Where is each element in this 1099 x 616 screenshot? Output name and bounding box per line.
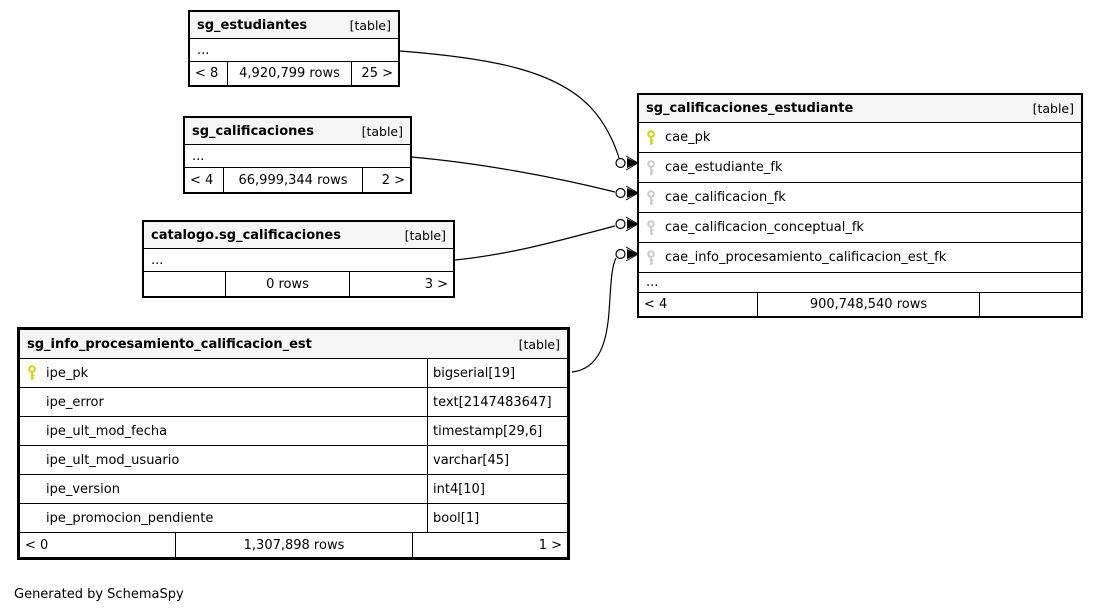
column-row-ipe-promocion-pendiente[interactable]: ipe_promocion_pendiente bool[1] — [20, 504, 567, 533]
column-type: bigserial[19] — [427, 359, 567, 387]
fk-connector-estudiante — [615, 155, 639, 171]
fk-connector-markers — [615, 155, 639, 262]
generator-note: Generated by SchemaSpy — [14, 587, 184, 602]
table-sg-calificaciones: sg_calificaciones [table] ... < 4 66,999… — [183, 116, 412, 194]
fk-edge-info-procesamiento — [571, 257, 617, 373]
table-type-tag: [table] — [518, 336, 560, 352]
table-footer: < 4 900,748,540 rows — [639, 293, 1081, 316]
primary-key-icon — [27, 365, 37, 381]
table-type-tag: [table] — [349, 17, 391, 33]
table-type-tag: [table] — [361, 123, 403, 139]
table-catalogo-sg-calificaciones: catalogo.sg_calificaciones [table] ... 0… — [142, 220, 455, 298]
table-sg-estudiantes: sg_estudiantes [table] ... < 8 4,920,799… — [188, 10, 400, 87]
column-row-ipe-ult-mod-fecha[interactable]: ipe_ult_mod_fecha timestamp[29,6] — [20, 417, 567, 446]
row-count: 0 rows — [225, 272, 350, 296]
related-in-count: < 8 — [195, 66, 219, 81]
table-header[interactable]: sg_calificaciones_estudiante [table] — [639, 95, 1081, 123]
table-title[interactable]: sg_calificaciones — [192, 123, 314, 139]
related-out-count: 25 > — [361, 66, 393, 81]
row-count: 900,748,540 rows — [757, 293, 980, 316]
row-count: 4,920,799 rows — [227, 62, 352, 85]
table-footer: < 0 1,307,898 rows 1 > — [20, 533, 567, 557]
fk-edge-calificacion — [410, 156, 616, 193]
foreign-key-icon — [646, 249, 656, 266]
table-title[interactable]: sg_info_procesamiento_calificacion_est — [27, 336, 312, 352]
hidden-columns-ellipsis: ... — [185, 145, 410, 168]
column-type: int4[10] — [427, 475, 567, 503]
related-in-count — [144, 272, 225, 296]
hidden-columns-ellipsis: ... — [639, 273, 1081, 293]
related-in-count: < 0 — [25, 537, 49, 553]
row-count: 1,307,898 rows — [175, 533, 413, 557]
column-row-ipe-error[interactable]: ipe_error text[2147483647] — [20, 388, 567, 417]
fk-connector-calificacion — [615, 185, 639, 201]
table-footer: 0 rows 3 > — [144, 272, 453, 296]
primary-key-icon — [646, 129, 656, 146]
table-title[interactable]: sg_estudiantes — [197, 17, 308, 33]
table-footer: < 4 66,999,344 rows 2 > — [185, 168, 410, 192]
column-type: text[2147483647] — [427, 388, 567, 416]
foreign-key-icon — [646, 219, 656, 236]
fk-edge-calificacion-conceptual — [454, 225, 616, 261]
related-in-count: < 4 — [190, 172, 214, 188]
column-row-cae-pk[interactable]: cae_pk — [639, 123, 1081, 153]
table-type-tag: [table] — [1032, 101, 1074, 116]
table-sg-calificaciones-estudiante: sg_calificaciones_estudiante [table] cae… — [637, 93, 1083, 318]
fk-connector-info-procesamiento — [615, 246, 639, 262]
row-count: 66,999,344 rows — [223, 168, 363, 192]
column-type: bool[1] — [427, 504, 567, 532]
table-header[interactable]: sg_estudiantes [table] — [190, 12, 398, 39]
table-header[interactable]: sg_calificaciones [table] — [185, 118, 410, 145]
table-type-tag: [table] — [404, 227, 446, 243]
column-type: timestamp[29,6] — [427, 417, 567, 445]
column-row-cae-info-procesamiento-calificacion-est-fk[interactable]: cae_info_procesamiento_calificacion_est_… — [639, 243, 1081, 273]
column-row-ipe-pk[interactable]: ipe_pk bigserial[19] — [20, 359, 567, 388]
table-header[interactable]: sg_info_procesamiento_calificacion_est [… — [20, 330, 567, 359]
column-row-cae-estudiante-fk[interactable]: cae_estudiante_fk — [639, 153, 1081, 183]
table-sg-info-procesamiento-calificacion-est: sg_info_procesamiento_calificacion_est [… — [17, 327, 570, 560]
table-footer: < 8 4,920,799 rows 25 > — [190, 62, 398, 85]
column-row-ipe-ult-mod-usuario[interactable]: ipe_ult_mod_usuario varchar[45] — [20, 446, 567, 475]
hidden-columns-ellipsis: ... — [144, 249, 453, 272]
fk-edge-estudiante — [399, 50, 620, 159]
column-row-cae-calificacion-conceptual-fk[interactable]: cae_calificacion_conceptual_fk — [639, 213, 1081, 243]
table-header[interactable]: catalogo.sg_calificaciones [table] — [144, 222, 453, 249]
related-out-count: 3 > — [424, 276, 448, 292]
related-out-count: 2 > — [381, 172, 405, 188]
column-row-cae-calificacion-fk[interactable]: cae_calificacion_fk — [639, 183, 1081, 213]
column-row-ipe-version[interactable]: ipe_version int4[10] — [20, 475, 567, 504]
related-in-count: < 4 — [644, 297, 668, 312]
column-type: varchar[45] — [427, 446, 567, 474]
fk-connector-calificacion-conceptual — [615, 216, 639, 232]
table-title[interactable]: sg_calificaciones_estudiante — [646, 101, 854, 116]
hidden-columns-ellipsis: ... — [190, 39, 398, 62]
related-out-count: 1 > — [538, 537, 562, 553]
foreign-key-icon — [646, 189, 656, 206]
table-title[interactable]: catalogo.sg_calificaciones — [151, 227, 341, 243]
foreign-key-icon — [646, 159, 656, 176]
related-out-count — [980, 293, 1081, 316]
